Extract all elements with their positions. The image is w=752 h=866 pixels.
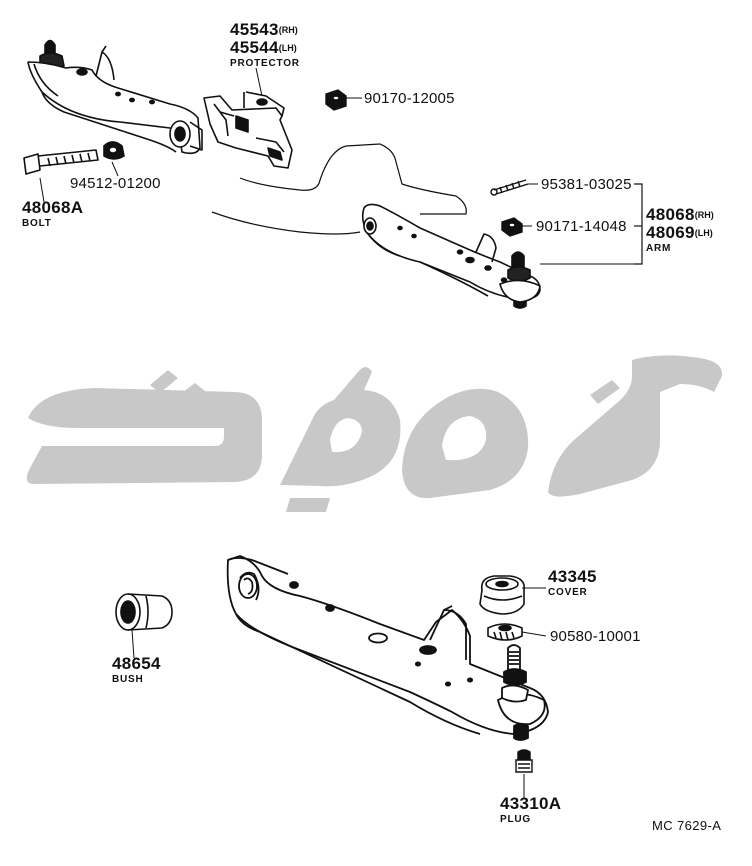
lower-arm-drawing: [226, 555, 549, 741]
arm-name: ARM: [646, 243, 672, 254]
cotter-pin-label: 95381-03025: [541, 176, 632, 193]
plug-label: 43310A PLUG: [500, 794, 562, 828]
lower-nut-drawing: [487, 623, 523, 641]
arm-nut-drawing: [501, 217, 523, 237]
arm-lh-number: 48069: [646, 223, 695, 242]
arm-lh-side: (LH): [694, 228, 713, 238]
protector-drawing: [203, 91, 293, 169]
bush-drawing: [115, 593, 173, 631]
plug-name: PLUG: [500, 814, 531, 825]
bolt-name: BOLT: [22, 218, 52, 229]
bush-name: BUSH: [112, 674, 144, 685]
protector-name: PROTECTOR: [230, 58, 300, 69]
body-outline: [211, 143, 467, 235]
bush-number: 48654: [112, 654, 161, 673]
plug-drawing: [515, 749, 533, 773]
arm-drawing: [361, 203, 541, 309]
leader-lines-upper: [39, 67, 634, 265]
cotter-pin-drawing: [490, 179, 529, 196]
protector-label: 45543(RH) 45544(LH) PROTECTOR: [230, 21, 300, 72]
arm-nut-label: 90171-14048: [536, 218, 627, 235]
plug-number: 43310A: [500, 794, 562, 813]
protector-lh-number: 45544: [230, 38, 279, 57]
protector-rh-side: (RH): [278, 25, 298, 35]
upper-nut-drawing: [325, 89, 347, 111]
lower-nut-label: 90580-10001: [550, 628, 641, 645]
bush-label: 48654 BUSH: [112, 654, 161, 688]
upper-nut-label: 90170-12005: [364, 90, 455, 107]
cover-drawing: [479, 575, 526, 615]
protector-lh-side: (LH): [278, 43, 297, 53]
bolt-nut-label: 94512-01200: [70, 175, 161, 192]
cover-name: COVER: [548, 587, 588, 598]
cover-number: 43345: [548, 567, 597, 586]
leader-lines-lower: [131, 587, 547, 798]
arm-bracket: [634, 183, 643, 265]
figure-code: MC 7629-A: [652, 818, 722, 833]
upper-arm-drawing: [23, 39, 203, 175]
bolt-label: 48068A BOLT: [22, 198, 84, 232]
watermark-logo: [26, 355, 723, 512]
arm-rh-number: 48068: [646, 205, 695, 224]
arm-label: 48068(RH) 48069(LH) ARM: [646, 206, 714, 257]
arm-rh-side: (RH): [694, 210, 714, 220]
bolt-number: 48068A: [22, 198, 84, 217]
protector-rh-number: 45543: [230, 20, 279, 39]
cover-label: 43345 COVER: [548, 567, 597, 601]
